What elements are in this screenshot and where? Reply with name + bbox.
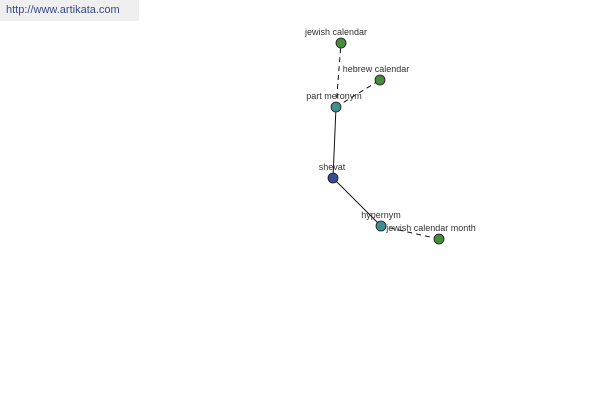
edge-part-meronym-to-jewish-calendar xyxy=(335,42,342,108)
graph-nodes xyxy=(327,37,445,245)
graph-labels: shevat part meronym jewish calendar hebrew … xyxy=(304,27,476,233)
node-jewish-calendar[interactable] xyxy=(335,37,347,49)
node-hypernym[interactable] xyxy=(375,220,387,232)
node-jewish-calendar-month[interactable] xyxy=(433,233,445,245)
label-part-meronym: part meronym xyxy=(306,91,362,101)
edge-shevat-to-hypernym xyxy=(332,177,382,227)
label-shevat: shevat xyxy=(319,162,346,172)
site-url-banner[interactable]: http://www.artikata.com xyxy=(0,0,139,21)
node-shevat[interactable] xyxy=(327,172,339,184)
edge-hypernym-to-jewish-calendar-month xyxy=(380,225,440,240)
node-part-meronym[interactable] xyxy=(330,101,342,113)
node-hebrew-calendar[interactable] xyxy=(374,74,386,86)
label-hebrew-calendar: hebrew calendar xyxy=(343,64,410,74)
label-jewish-calendar-month: jewish calendar month xyxy=(385,223,476,233)
edge-shevat-to-part-meronym xyxy=(332,106,337,179)
graph-edges xyxy=(332,42,440,240)
label-jewish-calendar: jewish calendar xyxy=(304,27,367,37)
label-hypernym: hypernym xyxy=(361,210,401,220)
